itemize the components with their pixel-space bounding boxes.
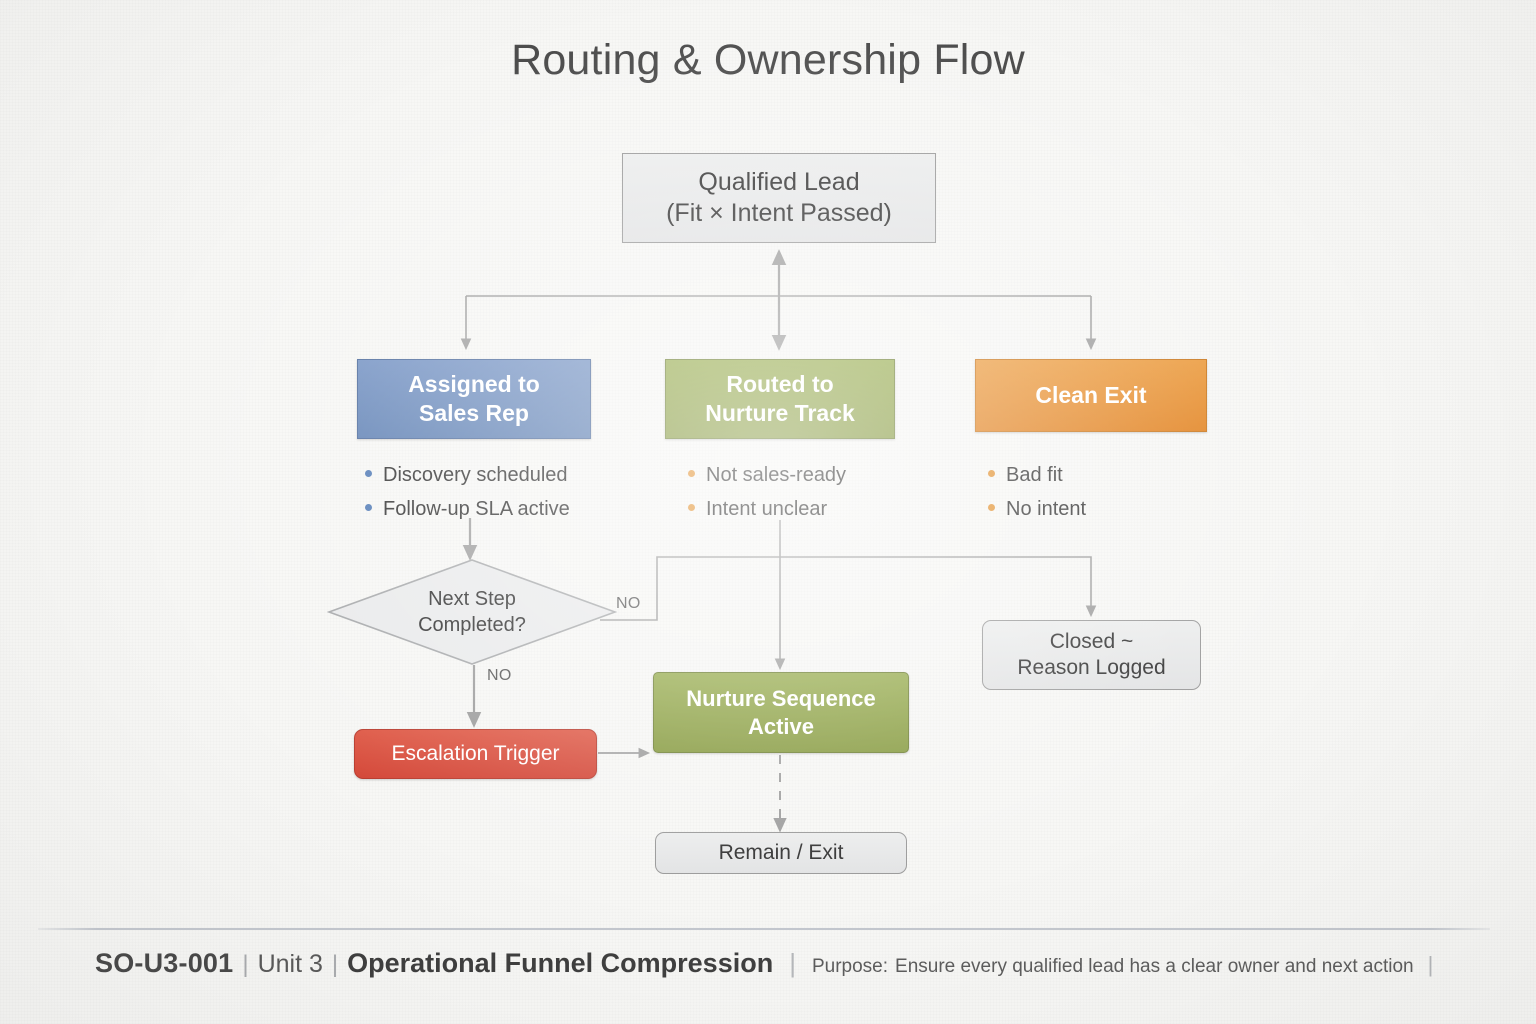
bullet-text: Follow-up SLA active: [383, 498, 570, 520]
node-nurture-active-line1: Nurture Sequence: [686, 686, 876, 711]
node-routed-line2: Nurture Track: [705, 400, 855, 426]
bullets-clean-exit: Bad fit No intent: [988, 460, 1086, 528]
node-routed-to-nurture-track[interactable]: Routed to Nurture Track: [665, 359, 895, 439]
page-title: Routing & Ownership Flow: [511, 36, 1025, 84]
node-routed-line1: Routed to: [726, 371, 834, 398]
node-remain-exit-line1: Remain / Exit: [718, 840, 844, 864]
node-nurture-active-line2: Active: [747, 713, 815, 739]
bullet-text: No intent: [1006, 498, 1087, 520]
node-assigned-to-sales-rep[interactable]: Assigned to Sales Rep: [357, 359, 591, 439]
node-decision-next-step[interactable]: Next Step Completed?: [326, 558, 618, 666]
node-closed-line2: Reason Logged: [1017, 656, 1166, 679]
bullet-text: Not sales-ready: [706, 464, 847, 486]
node-assigned-line2: Sales Rep: [419, 400, 529, 426]
node-escalation-trigger[interactable]: Escalation Trigger: [354, 729, 597, 779]
footer-unit-name: Operational Funnel Compression: [347, 948, 774, 978]
footer-end-bar: |: [1427, 952, 1434, 977]
node-closed-line1: Closed ~: [1049, 629, 1134, 653]
edge-label-no-down: NO: [487, 667, 512, 684]
list-item: Bad fit: [988, 460, 1086, 490]
node-nurture-sequence-active[interactable]: Nurture Sequence Active: [653, 672, 909, 753]
node-qualified-lead[interactable]: Qualified Lead (Fit × Intent Passed): [622, 153, 936, 243]
footer-unit: Unit 3: [257, 950, 323, 978]
list-item: Discovery scheduled: [365, 460, 570, 490]
bullet-dot-icon: [365, 504, 372, 511]
node-qualified-lead-line2: (Fit × Intent Passed): [666, 199, 892, 227]
bullet-text: Intent unclear: [706, 498, 828, 520]
bullet-dot-icon: [688, 470, 695, 477]
footer: SO-U3-001 | Unit 3 | Operational Funnel …: [95, 948, 1433, 979]
bullets-assigned: Discovery scheduled Follow-up SLA active: [365, 460, 570, 528]
node-closed-reason-logged[interactable]: Closed ~ Reason Logged: [982, 620, 1201, 690]
bullet-dot-icon: [365, 470, 372, 477]
node-escalation-line1: Escalation Trigger: [391, 741, 560, 765]
node-clean-exit-line1: Clean Exit: [1035, 382, 1147, 409]
list-item: Not sales-ready: [688, 460, 846, 490]
bullet-dot-icon: [988, 470, 995, 477]
list-item: Intent unclear: [688, 494, 846, 524]
footer-code: SO-U3-001: [95, 948, 234, 978]
edge-label-no-right: NO: [616, 595, 641, 612]
diamond-shape-icon: [326, 559, 618, 665]
list-item: Follow-up SLA active: [365, 494, 570, 524]
bullets-routed: Not sales-ready Intent unclear: [688, 460, 846, 528]
node-assigned-line1: Assigned to: [408, 371, 540, 398]
list-item: No intent: [988, 494, 1086, 524]
bullet-text: Discovery scheduled: [383, 464, 568, 486]
bullet-dot-icon: [988, 504, 995, 511]
footer-purpose-label: Purpose:: [811, 956, 889, 977]
footer-divider: [38, 928, 1490, 930]
footer-separator: |: [242, 951, 249, 978]
node-qualified-lead-line1: Qualified Lead: [698, 167, 860, 196]
footer-separator-b: |: [331, 951, 339, 978]
bullet-text: Bad fit: [1006, 464, 1063, 486]
node-remain-exit[interactable]: Remain / Exit: [655, 832, 907, 874]
node-clean-exit[interactable]: Clean Exit: [975, 359, 1207, 432]
footer-purpose-text: Ensure every qualified lead has a clear …: [895, 956, 1414, 977]
footer-divider-bar: |: [789, 948, 796, 978]
bullet-dot-icon: [688, 504, 695, 511]
